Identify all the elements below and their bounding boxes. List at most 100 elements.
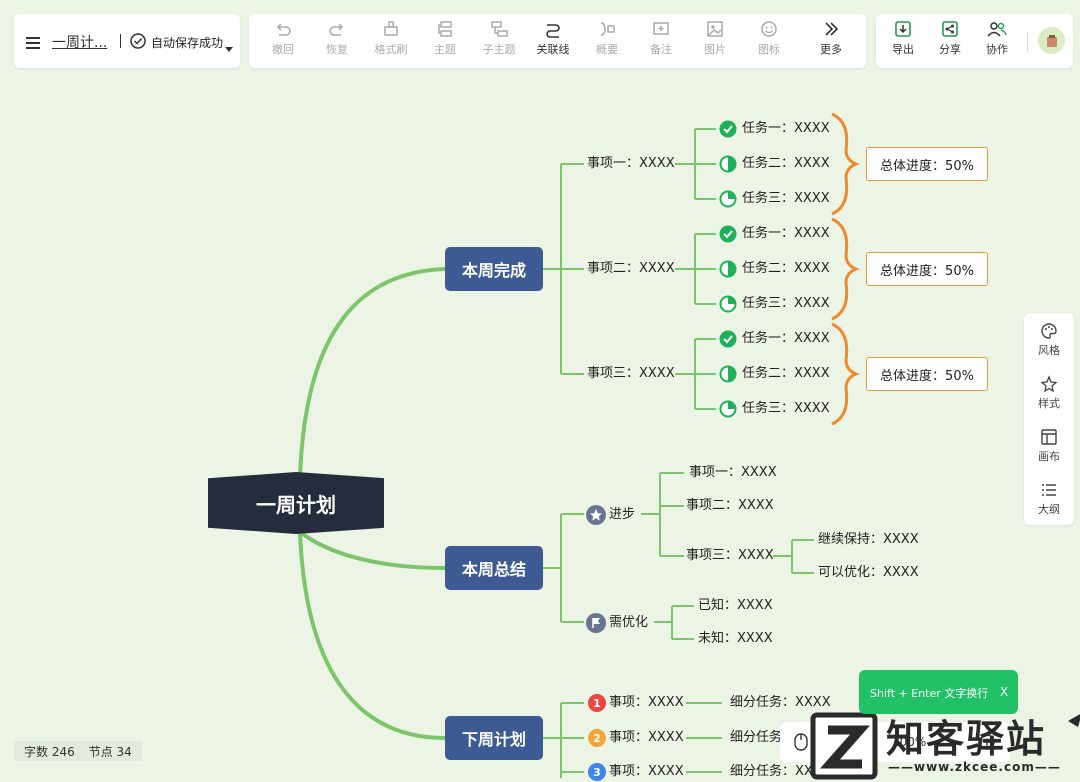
note-icon [653, 22, 669, 35]
redo-label: 恢复 [326, 43, 348, 56]
export-button[interactable]: 导出 [878, 20, 928, 57]
collaborate-label: 协作 [986, 43, 1008, 56]
check-circle-icon [130, 33, 146, 53]
week-done-item-3[interactable]: 事项三：XXXX [587, 366, 675, 381]
format-painter-button[interactable]: 格式刷 [365, 20, 417, 57]
subtask-item[interactable]: 细分任务：XXXX [730, 695, 831, 710]
share-icon [942, 21, 958, 37]
week-done-item-2[interactable]: 事项二：XXXX [587, 261, 675, 276]
task-2[interactable]: 任务二：XXXX [742, 366, 830, 381]
undo-label: 撤回 [272, 43, 294, 56]
node-count: 节点 34 [88, 744, 132, 759]
task-3[interactable]: 任务三：XXXX [742, 401, 830, 416]
header-panel: 一周计... 自动保存成功 [14, 14, 240, 68]
note-button[interactable]: 备注 [635, 20, 687, 57]
topic-label: 主题 [434, 43, 456, 56]
mouse-icon[interactable] [794, 733, 808, 755]
divider [120, 34, 121, 48]
keep-item[interactable]: 继续保持：XXXX [818, 532, 919, 547]
task-quarter-icon [719, 190, 737, 212]
note-label: 备注 [650, 43, 672, 56]
star-icon [586, 505, 606, 529]
redo-icon [329, 23, 344, 36]
progress-label[interactable]: 进步 [609, 507, 636, 522]
image-button[interactable]: 图片 [689, 20, 741, 57]
optimize-item[interactable]: 可以优化：XXXX [818, 565, 919, 580]
icon-button[interactable]: 图标 [743, 20, 795, 57]
summary-label: 概要 [596, 43, 618, 56]
task-2[interactable]: 任务二：XXXX [742, 261, 830, 276]
priority-3-badge: 3 [588, 763, 606, 781]
progress-summary[interactable]: 总体进度：50% [866, 147, 988, 181]
relation-line-icon [546, 24, 560, 38]
subtopic-button[interactable]: 子主题 [473, 20, 525, 57]
palette-icon [1041, 323, 1057, 339]
sidebar-item-theme[interactable]: 风格 [1024, 322, 1074, 358]
zoom-in-icon[interactable] [978, 733, 996, 755]
collaborate-icon [987, 22, 1007, 37]
menu-icon[interactable] [26, 34, 40, 53]
status-bar: 字数 246 节点 34 [14, 741, 142, 761]
topic-week-summary[interactable]: 本周总结 [445, 546, 543, 590]
sidebar-item-label: 样式 [1038, 397, 1060, 410]
export-label: 导出 [892, 43, 914, 56]
collaborate-button[interactable]: 协作 [972, 20, 1022, 57]
subtopic-icon [491, 21, 508, 37]
task-3[interactable]: 任务三：XXXX [742, 191, 830, 206]
task-complete-icon [719, 225, 737, 247]
more-label: 更多 [820, 43, 842, 56]
sidebar-item-outline[interactable]: 大纲 [1024, 481, 1074, 517]
caret-down-icon[interactable] [225, 38, 233, 57]
week-done-item-1[interactable]: 事项一：XXXX [587, 156, 675, 171]
topic-next-week[interactable]: 下周计划 [445, 716, 543, 760]
smiley-icon [761, 21, 777, 37]
unknown-item[interactable]: 未知：XXXX [698, 631, 773, 646]
task-3[interactable]: 任务三：XXXX [742, 296, 830, 311]
progress-item-1[interactable]: 事项一：XXXX [689, 465, 777, 480]
topic-button[interactable]: 主题 [419, 20, 471, 57]
known-item[interactable]: 已知：XXXX [698, 598, 773, 613]
sidebar-item-style[interactable]: 样式 [1024, 375, 1074, 411]
sidebar-item-label: 大纲 [1038, 503, 1060, 516]
task-quarter-icon [719, 400, 737, 422]
format-painter-icon [384, 21, 398, 36]
next-week-item[interactable]: 事项：XXXX [609, 695, 684, 710]
redo-button[interactable]: 恢复 [311, 20, 363, 57]
summary-button[interactable]: 概要 [581, 20, 633, 57]
share-button[interactable]: 分享 [925, 20, 975, 57]
watermark-logo [810, 712, 878, 780]
undo-button[interactable]: 撤回 [257, 20, 309, 57]
icon-label: 图标 [758, 43, 780, 56]
needs-optimize-label[interactable]: 需优化 [609, 615, 649, 630]
sidebar-item-label: 风格 [1038, 344, 1060, 357]
root-topic[interactable]: 一周计划 [208, 472, 384, 534]
next-week-item[interactable]: 事项：XXXX [609, 764, 684, 779]
avatar[interactable] [1038, 27, 1065, 54]
export-icon [895, 21, 911, 37]
task-1[interactable]: 任务一：XXXX [742, 121, 830, 136]
watermark-url: ——www.zkcee.com—— [888, 760, 1061, 774]
triangle-icon [1068, 712, 1080, 731]
divider [1027, 32, 1028, 52]
progress-summary[interactable]: 总体进度：50% [866, 357, 988, 391]
toolbar: 撤回 恢复 格式刷 主题 子主题 关联线 概要 备注 图片 图标 更多 [249, 14, 866, 68]
zoom-level[interactable]: 100% [892, 735, 927, 749]
share-label: 分享 [939, 43, 961, 56]
sidebar-item-canvas[interactable]: 画布 [1024, 428, 1074, 464]
more-button[interactable]: 更多 [805, 20, 857, 57]
task-1[interactable]: 任务一：XXXX [742, 331, 830, 346]
subtask-item[interactable]: 细分任务：XXXX [730, 764, 831, 779]
topic-week-done[interactable]: 本周完成 [445, 247, 543, 291]
format-painter-label: 格式刷 [374, 43, 408, 56]
progress-item-3[interactable]: 事项三：XXXX [686, 548, 774, 563]
task-2[interactable]: 任务二：XXXX [742, 156, 830, 171]
progress-summary[interactable]: 总体进度：50% [866, 252, 988, 286]
relation-line-button[interactable]: 关联线 [527, 20, 579, 57]
document-title[interactable]: 一周计... [52, 35, 108, 51]
toast-close-button[interactable]: X [1000, 685, 1009, 699]
task-1[interactable]: 任务一：XXXX [742, 226, 830, 241]
progress-item-2[interactable]: 事项二：XXXX [686, 498, 774, 513]
subtopic-label: 子主题 [482, 43, 516, 56]
actions-panel: 导出 分享 协作 [876, 14, 1073, 68]
next-week-item[interactable]: 事项：XXXX [609, 730, 684, 745]
